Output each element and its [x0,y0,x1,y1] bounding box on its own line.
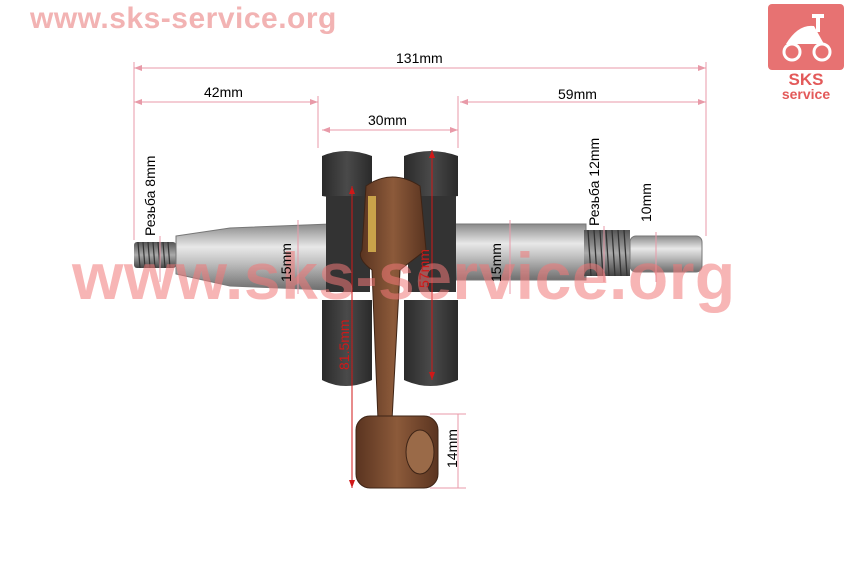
dim-left-journal: 15mm [278,243,294,282]
crank-web-left [322,151,372,386]
right-tip [629,235,703,273]
dim-right-thread: Резьба 12mm [586,137,602,226]
scooter-logo-icon [768,4,844,70]
logo-text-sks: SKS [788,70,824,89]
left-thread [134,241,176,269]
watermark-top: www.sks-service.org [30,2,337,35]
watermark-center: www.sks-service.org [72,239,736,313]
right-thread [584,229,630,277]
dim-left-thread: Резьба 8mm [142,155,158,236]
dim-right-tip: 10mm [638,183,654,222]
rod-dimension-arrows [349,150,435,488]
dim-total-length: 131mm [396,50,443,66]
dim-total-rod-length: 81.5mm [336,319,352,370]
connecting-rod [355,176,439,489]
dim-right-journal: 15mm [488,243,504,282]
dimension-lines [133,62,707,489]
dim-small-end: 14mm [444,429,460,468]
dimension-arrows [134,65,706,133]
logo-text-service: service [781,86,831,102]
rod-dimension-lines [351,150,433,488]
dim-left-shaft: 42mm [204,84,243,100]
dim-web-width: 30mm [368,112,407,128]
dim-rod-length: 57mm [416,249,432,288]
dim-right-shaft: 59mm [558,86,597,102]
sks-logo: SKS service [768,4,844,102]
